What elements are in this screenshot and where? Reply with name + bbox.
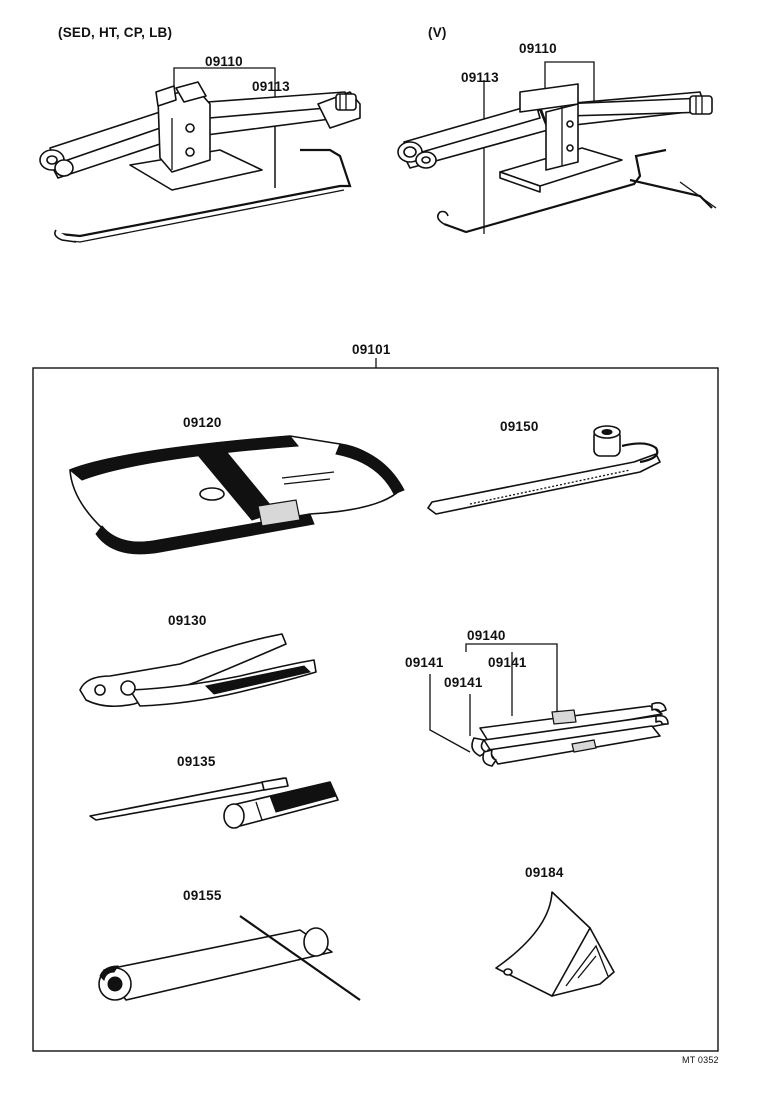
- part-number-jack-handle-right: 09113: [461, 70, 499, 85]
- part-number-tool-bag: 09120: [183, 415, 222, 430]
- scissor-jack-right-drawing: [397, 61, 717, 234]
- tool-bag-drawing: [69, 435, 405, 555]
- part-number-jack-handle-left: 09113: [252, 79, 290, 94]
- part-number-wrench-set: 09140: [467, 628, 506, 643]
- plug-wrench-drawing: [98, 915, 361, 1001]
- part-number-wrench-b: 09141: [488, 655, 527, 670]
- part-number-tool-set: 09101: [352, 342, 391, 357]
- part-number-screwdriver: 09135: [177, 754, 216, 769]
- tool-set-frame: [32, 358, 719, 1052]
- scissor-jack-left-drawing: [39, 67, 361, 243]
- screwdriver-drawing: [89, 777, 339, 829]
- drawing-code: MT 0352: [682, 1055, 719, 1065]
- part-number-wheel-wrench: 09150: [500, 419, 539, 434]
- part-number-wheel-chock: 09184: [525, 865, 564, 880]
- wheel-chock-drawing: [495, 891, 615, 997]
- part-number-jack-left: 09110: [205, 54, 243, 69]
- variant-label-van: (V): [428, 25, 447, 40]
- wheel-wrench-drawing: [427, 425, 661, 515]
- pliers-drawing: [79, 633, 317, 708]
- part-number-wrench-a: 09141: [405, 655, 444, 670]
- variant-label-sedan: (SED, HT, CP, LB): [58, 25, 173, 40]
- part-number-pliers: 09130: [168, 613, 207, 628]
- part-number-wrench-c: 09141: [444, 675, 483, 690]
- wrench-set-drawing: [429, 643, 669, 767]
- part-number-plug-wrench: 09155: [183, 888, 222, 903]
- part-number-jack-right: 09110: [519, 41, 557, 56]
